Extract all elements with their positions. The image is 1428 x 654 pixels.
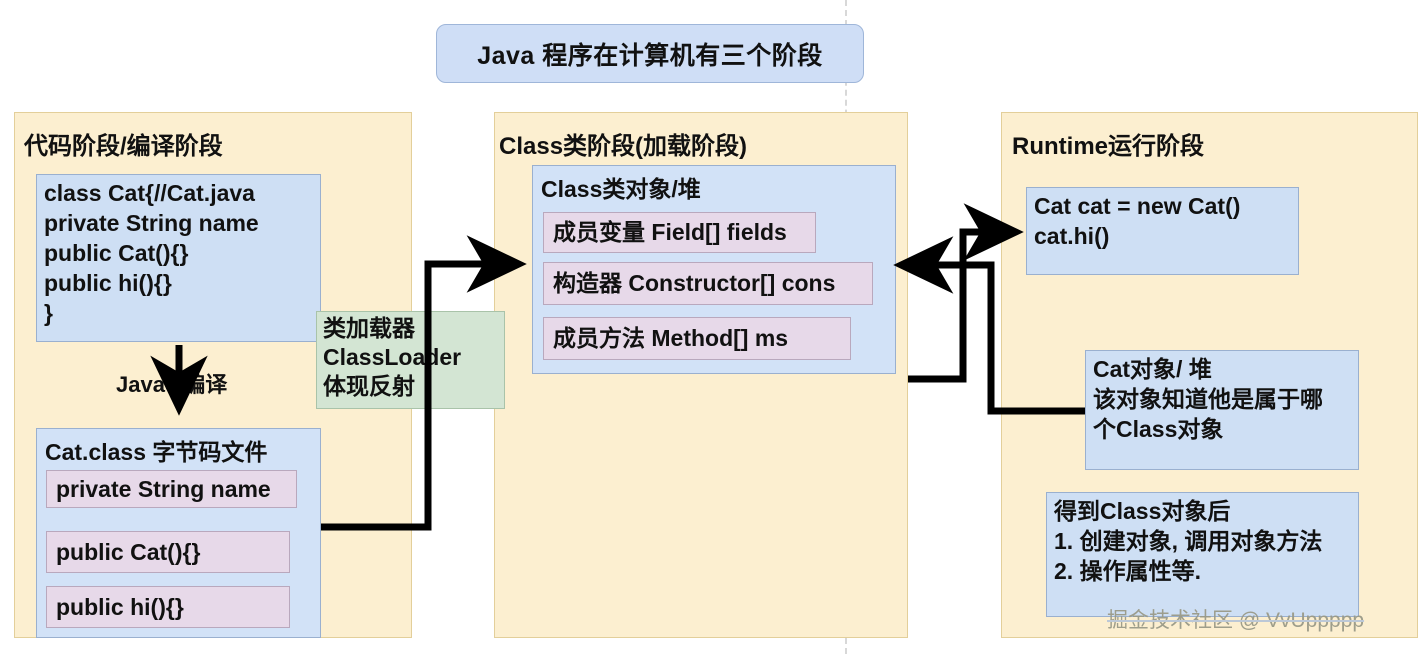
class-object-member-label: 成员方法 Method[] ms: [553, 325, 789, 351]
diagram-title: Java 程序在计算机有三个阶段: [436, 24, 864, 83]
class-file-member-row: public hi(){}: [46, 586, 290, 628]
classloader-note: 类加载器 ClassLoader 体现反射: [316, 311, 505, 409]
runtime-code-box: Cat cat = new Cat() cat.hi(): [1026, 187, 1299, 275]
panel-code-stage-title: 代码阶段/编译阶段: [24, 133, 223, 160]
runtime-code-text: Cat cat = new Cat() cat.hi(): [1034, 193, 1241, 249]
wire-classobject-to-runtime: [908, 203, 1024, 383]
class-object-member-row: 成员方法 Method[] ms: [543, 317, 851, 360]
class-file-member-label: public hi(){}: [56, 593, 184, 620]
class-file-member-label: private String name: [56, 475, 271, 502]
cat-java-source-text: class Cat{//Cat.java private String name…: [44, 180, 259, 326]
panel-runtime-stage-title: Runtime运行阶段: [1012, 133, 1204, 160]
panel-class-stage-title: Class类阶段(加载阶段): [499, 133, 748, 160]
class-object-member-row: 成员变量 Field[] fields: [543, 212, 816, 253]
cat-java-source-box: class Cat{//Cat.java private String name…: [36, 174, 321, 342]
class-object-heading: Class类对象/堆: [541, 176, 701, 202]
class-object-member-label: 成员变量 Field[] fields: [553, 219, 787, 245]
classloader-note-text: 类加载器 ClassLoader 体现反射: [323, 315, 462, 400]
class-file-member-label: public Cat(){}: [56, 538, 201, 565]
javac-compile-label: Javac 编译: [116, 372, 228, 397]
class-object-usage-box: 得到Class对象后 1. 创建对象, 调用对象方法 2. 操作属性等.: [1046, 492, 1359, 617]
class-file-member-row: private String name: [46, 470, 297, 508]
cat-class-file-heading: Cat.class 字节码文件: [45, 439, 268, 465]
cat-object-note-text: Cat对象/ 堆 该对象知道他是属于哪 个Class对象: [1093, 356, 1323, 442]
diagram-title-text: Java 程序在计算机有三个阶段: [477, 41, 823, 70]
class-object-usage-text: 得到Class对象后 1. 创建对象, 调用对象方法 2. 操作属性等.: [1054, 498, 1323, 584]
class-object-member-label: 构造器 Constructor[] cons: [553, 270, 836, 296]
cat-object-note-box: Cat对象/ 堆 该对象知道他是属于哪 个Class对象: [1085, 350, 1359, 470]
class-file-member-row: public Cat(){}: [46, 531, 290, 573]
watermark: 掘金技术社区 @ VvUppppp: [1107, 609, 1365, 632]
class-object-member-row: 构造器 Constructor[] cons: [543, 262, 873, 305]
